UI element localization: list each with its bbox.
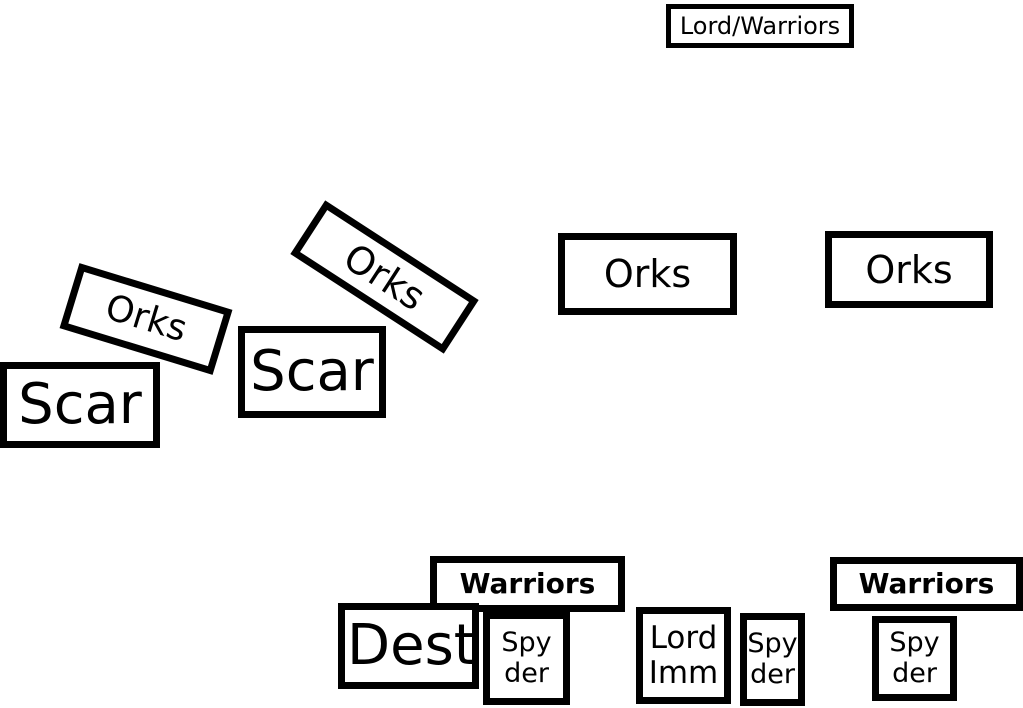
- spyder-label-mid-line1: Spy: [747, 628, 798, 660]
- scar-label-left: Scar: [18, 372, 142, 437]
- orks-label-right: Orks: [865, 247, 953, 292]
- orks-label-tilted-left: Orks: [100, 286, 192, 351]
- spyder-label-left-line1: Spy: [501, 627, 552, 659]
- lord-warriors-label: Lord/Warriors: [679, 12, 841, 40]
- lord-imm-label-line1: Lord: [649, 619, 718, 656]
- spyder-label-left-line2: der: [504, 657, 549, 689]
- orks-label-center: Orks: [603, 252, 692, 296]
- spyder-box-right: Spy der: [872, 616, 957, 701]
- spyder-label-right-line2: der: [892, 657, 937, 689]
- orks-box-center: Orks: [558, 233, 737, 315]
- warriors-label-left: Warriors: [459, 567, 596, 600]
- dest-box: Dest: [338, 603, 479, 689]
- scar-label-mid: Scar: [250, 339, 374, 404]
- spyder-label-mid-line2: der: [750, 658, 795, 690]
- scar-box-left: Scar: [0, 362, 160, 448]
- orks-box-right: Orks: [825, 231, 993, 308]
- warriors-label-right: Warriors: [858, 567, 995, 600]
- scar-box-mid: Scar: [238, 326, 386, 418]
- spyder-box-mid: Spy der: [740, 613, 805, 706]
- warriors-box-left: Warriors: [430, 556, 625, 612]
- lord-imm-label-line2: Imm: [648, 654, 719, 691]
- lord-imm-box: Lord Imm: [636, 607, 731, 704]
- dest-label: Dest: [347, 613, 476, 678]
- orks-box-tilted-left: Orks: [59, 263, 233, 375]
- spyder-label-right-line1: Spy: [889, 627, 940, 659]
- lord-warriors-box: Lord/Warriors: [666, 4, 854, 48]
- orks-label-tilted-mid: Orks: [335, 234, 434, 320]
- spyder-box-left: Spy der: [483, 612, 570, 705]
- warriors-box-right: Warriors: [830, 557, 1023, 611]
